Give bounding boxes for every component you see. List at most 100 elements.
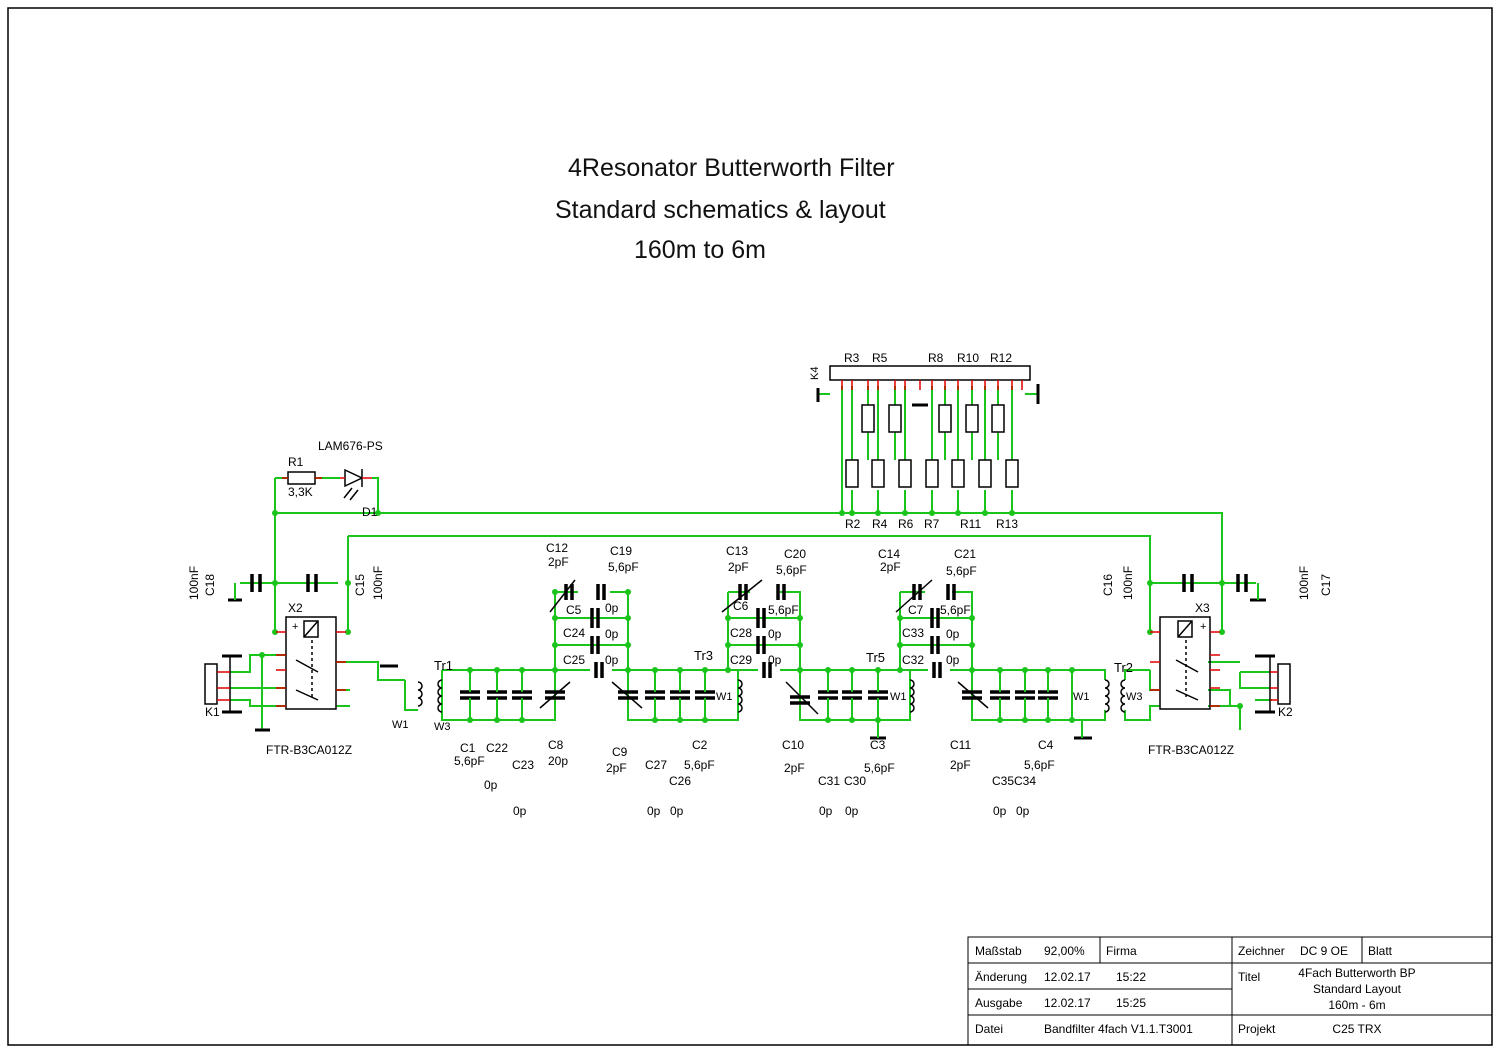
tb-projekt-value: C25 TRX: [1332, 1022, 1381, 1036]
c10-label: C10: [782, 738, 804, 752]
tb-aenderung-time: 15:22: [1116, 970, 1146, 984]
connector-k1: [204, 654, 242, 714]
section2-shunt-caps: [611, 670, 743, 720]
tr2-label: Tr2: [1114, 660, 1133, 675]
c33-value: 0p: [946, 627, 960, 641]
c4-label: C4: [1038, 738, 1054, 752]
c30-value: 0p: [845, 804, 859, 818]
c24-label: C24: [563, 626, 585, 640]
c23-value: 0p: [513, 804, 527, 818]
c21-label: C21: [954, 547, 976, 561]
c15-value: 100nF: [371, 566, 385, 600]
c32-value: 0p: [946, 653, 960, 667]
tb-ausgabe-date: 12.02.17: [1044, 996, 1091, 1010]
k4-bottom-resistors: [845, 459, 1019, 488]
c12-value: 2pF: [548, 555, 569, 569]
tb-firma-label: Firma: [1106, 944, 1137, 958]
title-line-2: Standard schematics & layout: [555, 196, 886, 224]
r5-label: R5: [872, 351, 888, 365]
c5-value: 0p: [605, 601, 619, 615]
c2-value: 5,6pF: [684, 758, 715, 772]
c7-value: 5,6pF: [940, 603, 971, 617]
c10-value: 2pF: [784, 761, 805, 775]
c17-label: C17: [1319, 574, 1333, 596]
c9-label: C9: [612, 745, 628, 759]
r6-label: R6: [898, 517, 914, 531]
r12-label: R12: [990, 351, 1012, 365]
tr3-label: Tr3: [694, 648, 713, 663]
r1-value: 3,3K: [288, 485, 313, 499]
tb-massstab-label: Maßstab: [975, 944, 1022, 958]
c13-value: 2pF: [728, 560, 749, 574]
c9-value: 2pF: [606, 761, 627, 775]
c4-value: 5,6pF: [1024, 758, 1055, 772]
coil-w1-left: [417, 681, 423, 707]
tb-massstab-value: 92,00%: [1044, 944, 1085, 958]
c28-label: C28: [730, 626, 752, 640]
x2-label: X2: [288, 601, 303, 615]
title-line-3: 160m to 6m: [634, 236, 766, 264]
connector-k4: [816, 365, 1040, 407]
cap-c16: [1182, 574, 1194, 592]
c29-label: C29: [730, 653, 752, 667]
c27-value: 0p: [647, 804, 661, 818]
tb-aenderung-label: Änderung: [975, 970, 1027, 984]
cap-c17: [1236, 574, 1266, 602]
led-part-label: LAM676-PS: [318, 439, 383, 453]
title-line-1: 4Resonator Butterworth Filter: [568, 154, 895, 182]
tb-datei-value: Bandfilter 4fach V1.1.T3001: [1044, 1022, 1193, 1036]
r10-label: R10: [957, 351, 979, 365]
tr5-label: Tr5: [866, 650, 885, 665]
r13-label: R13: [996, 517, 1018, 531]
r8-label: R8: [928, 351, 944, 365]
c23-label: C23: [512, 758, 534, 772]
sheet-border: [7, 7, 1493, 1046]
c34-value: 0p: [1016, 804, 1030, 818]
c14-value: 2pF: [880, 560, 901, 574]
d1-label: D1: [362, 505, 378, 519]
c7-label: C7: [908, 603, 924, 617]
transformer-tr1: [437, 679, 443, 713]
c8-value: 20p: [548, 754, 568, 768]
r11-label: R11: [960, 517, 981, 531]
c14-label: C14: [878, 547, 900, 561]
c11-value: 2pF: [950, 758, 971, 772]
relay-x3: +: [1150, 616, 1220, 710]
coupling-group-2: [721, 579, 786, 678]
k4-top-resistors: [861, 404, 1005, 433]
c5-label: C5: [566, 603, 582, 617]
k4-bottom-resistor-labels: R2 R4 R6 R7 R11 R13: [845, 517, 1018, 531]
c35-value: 0p: [993, 804, 1007, 818]
c22-value: 0p: [484, 778, 498, 792]
r3-label: R3: [844, 351, 860, 365]
tb-titel-line2: Standard Layout: [1313, 982, 1402, 996]
tb-datei-label: Datei: [975, 1022, 1003, 1036]
tb-blatt-label: Blatt: [1368, 944, 1393, 958]
title-block: [967, 936, 1493, 1046]
c13-label: C13: [726, 544, 748, 558]
c6-value: 5,6pF: [768, 603, 799, 617]
c2-label: C2: [692, 738, 708, 752]
section4-shunt-caps: [957, 670, 1126, 740]
r7-label: R7: [924, 517, 940, 531]
gnd-x2: [255, 664, 398, 732]
wiring: [230, 386, 1272, 730]
relay-part-right: FTR-B3CA012Z: [1148, 743, 1234, 757]
k4-top-resistor-labels: R3 R5 R8 R10 R12: [844, 351, 1012, 365]
cap-c18: [228, 574, 262, 602]
led-d1: [340, 468, 372, 501]
c33-label: C33: [902, 626, 924, 640]
c25-label: C25: [563, 653, 585, 667]
c6-label: C6: [733, 599, 749, 613]
x3-label: X3: [1195, 601, 1210, 615]
w1-right-label: W1: [1073, 691, 1090, 703]
c12-label: C12: [546, 541, 568, 555]
connector-k2: [1255, 654, 1291, 714]
c29-value: 0p: [768, 653, 782, 667]
w1-left-label: W1: [392, 719, 409, 731]
c26-label: C26: [669, 774, 691, 788]
c31-value: 0p: [819, 804, 833, 818]
c22-label: C22: [486, 741, 508, 755]
c16-value: 100nF: [1121, 566, 1135, 600]
